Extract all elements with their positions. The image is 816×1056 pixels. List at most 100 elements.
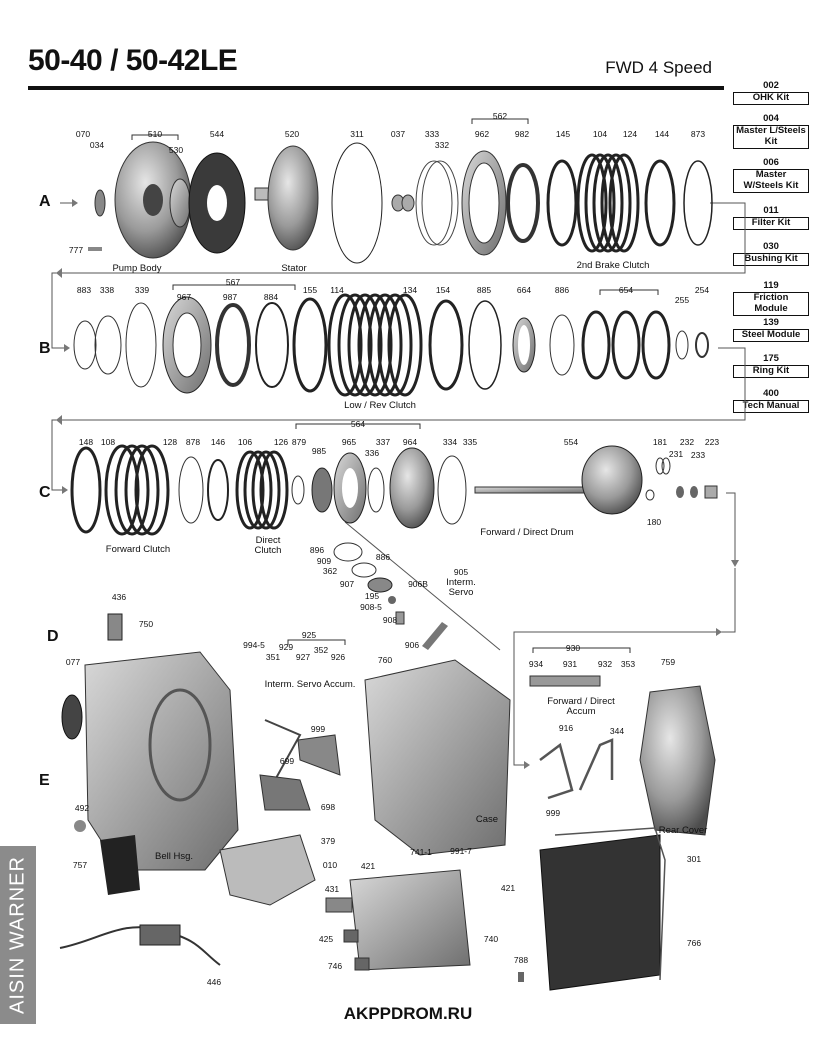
part-number: 927 — [295, 652, 311, 662]
housing-parts — [59, 613, 716, 991]
part-number: 885 — [476, 285, 492, 295]
part-number: 886 — [554, 285, 570, 295]
part-number: 999 — [310, 724, 326, 734]
part-number: 425 — [318, 934, 334, 944]
part-number: 908-5 — [360, 602, 382, 612]
kit-label: Bushing Kit — [733, 252, 809, 266]
part-number: 339 — [134, 285, 150, 295]
kit-code: 011 — [763, 205, 779, 216]
kit-code: 006 — [763, 157, 779, 168]
part-number: 446 — [206, 977, 222, 987]
part-number: 520 — [284, 129, 300, 139]
part-number: 916 — [558, 723, 574, 733]
part-number: 337 — [375, 437, 391, 447]
kit-label: Friction Module — [733, 291, 809, 316]
part-number: 146 — [210, 437, 226, 447]
part-number: 934 — [528, 659, 544, 669]
part-number: 352 — [313, 645, 329, 655]
kit-label: Filter Kit — [733, 216, 809, 230]
part-number: 530 — [168, 145, 184, 155]
part-number: 654 — [618, 285, 634, 295]
part-number: 332 — [434, 140, 450, 150]
row-a-parts — [88, 141, 713, 264]
kit-code: 030 — [763, 241, 779, 252]
kit-label: Master L/Steels Kit — [733, 124, 809, 149]
part-number: 567 — [225, 277, 241, 287]
part-number: 231 — [668, 449, 684, 459]
part-number: 931 — [562, 659, 578, 669]
row-letter-c: C — [39, 484, 51, 501]
part-number: 379 — [320, 836, 336, 846]
part-number: 965 — [341, 437, 357, 447]
caption-stator: Stator — [281, 263, 307, 274]
caption-direct-clutch: Direct Clutch — [254, 535, 282, 557]
part-number: 554 — [563, 437, 579, 447]
kit-label: Ring Kit — [733, 364, 809, 378]
part-number: 362 — [322, 566, 338, 576]
part-number: 155 — [302, 285, 318, 295]
part-number: 932 — [597, 659, 613, 669]
part-number: 124 — [622, 129, 638, 139]
part-number: 108 — [100, 437, 116, 447]
kit-code: 139 — [763, 317, 779, 328]
brand-side-band — [0, 846, 36, 1024]
part-number: 106 — [237, 437, 253, 447]
part-number: 233 — [690, 450, 706, 460]
part-number: 070 — [75, 129, 91, 139]
part-number: 926 — [330, 652, 346, 662]
caption-interm-servo-accum: Interm. Servo Accum. — [264, 679, 356, 690]
part-number: 421 — [360, 861, 376, 871]
part-number: 353 — [620, 659, 636, 669]
part-number: 999 — [545, 808, 561, 818]
header-rule — [28, 86, 724, 90]
page-subtitle: FWD 4 Speed — [605, 58, 712, 77]
kit-code: 400 — [763, 388, 779, 399]
kit-label: Steel Module — [733, 328, 809, 342]
part-number: 879 — [291, 437, 307, 447]
part-number: 492 — [74, 803, 90, 813]
part-number: 311 — [350, 129, 364, 139]
part-number: 740 — [483, 934, 499, 944]
part-number: 906 — [404, 640, 420, 650]
part-number: 128 — [162, 437, 178, 447]
part-number: 929 — [278, 642, 294, 652]
part-number: 351 — [265, 652, 281, 662]
caption-forward-direct-accum: Forward / Direct Accum — [547, 696, 615, 718]
part-number: 255 — [674, 295, 690, 305]
part-number: 664 — [516, 285, 532, 295]
kit-label: Tech Manual — [733, 399, 809, 413]
caption-rear-cover: Rear Cover — [658, 825, 708, 836]
brand-side-label: AISIN WARNER — [6, 856, 29, 1014]
part-number: 766 — [686, 938, 702, 948]
part-number: 181 — [652, 437, 668, 447]
part-number: 301 — [686, 854, 702, 864]
part-number: 759 — [660, 657, 676, 667]
site-watermark: AKPPDROM.RU — [343, 1004, 473, 1023]
part-number: 148 — [78, 437, 94, 447]
kit-code: 002 — [763, 80, 779, 91]
part-number: 873 — [690, 129, 706, 139]
part-number: 896 — [309, 545, 325, 555]
row-c-parts — [70, 444, 718, 536]
part-number: 145 — [555, 129, 571, 139]
caption-forward-direct-drum: Forward / Direct Drum — [480, 527, 574, 538]
servo-parts — [333, 542, 448, 650]
row-letter-e: E — [39, 772, 50, 789]
flow-lines — [51, 202, 746, 766]
part-number: 906B — [408, 579, 428, 589]
part-number: 336 — [364, 448, 380, 458]
caption-forward-clutch: Forward Clutch — [105, 544, 171, 555]
part-number: 878 — [185, 437, 201, 447]
caption-2nd-brake-clutch: 2nd Brake Clutch — [576, 260, 650, 271]
part-number: 126 — [273, 437, 289, 447]
part-number: 760 — [377, 655, 393, 665]
part-number: 564 — [350, 419, 366, 429]
part-number: 962 — [474, 129, 490, 139]
